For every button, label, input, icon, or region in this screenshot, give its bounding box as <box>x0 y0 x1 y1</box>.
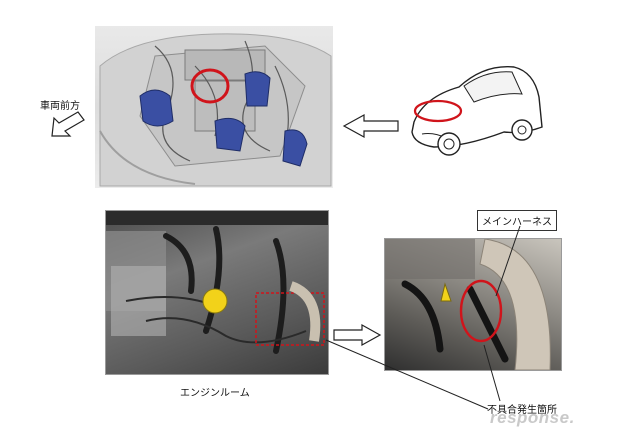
zoom-photo <box>384 238 562 371</box>
blue-component-middle <box>214 117 246 152</box>
defect-location-label: 不具合発生箇所 <box>487 405 557 416</box>
watermark-logo: response. <box>490 408 575 427</box>
main-harness-label: メインハーネス <box>477 210 557 231</box>
hood-highlight-ellipse <box>413 99 463 123</box>
main-harness-leader-line <box>495 225 521 297</box>
zoom-photo-drawing <box>385 239 551 370</box>
blue-component-right <box>282 129 308 167</box>
engine-diagram-drawing <box>99 33 332 187</box>
arrow-car-to-engine-icon <box>342 113 399 139</box>
defect-highlight-circle <box>190 68 230 104</box>
engine-room-photo-drawing <box>106 211 328 354</box>
engine-room-caption: エンジンルーム <box>180 388 250 399</box>
harness-highlight-ellipse <box>459 279 503 343</box>
blue-component-left <box>139 89 174 127</box>
defect-leader-line-left <box>325 339 489 410</box>
car-drawing <box>411 65 543 156</box>
vehicle-front-label: 車両前方 <box>40 101 80 112</box>
arrow-photo-to-zoom-icon <box>333 323 382 347</box>
yellow-dipstick <box>440 282 452 302</box>
car-illustration <box>404 52 544 162</box>
engine-diagram <box>95 26 333 188</box>
oil-cap <box>202 288 228 314</box>
arrow-vehicle-front-icon <box>51 111 85 137</box>
defect-leader-line-right <box>483 344 501 402</box>
blue-component-top <box>244 71 271 107</box>
engine-room-photo <box>105 210 329 375</box>
